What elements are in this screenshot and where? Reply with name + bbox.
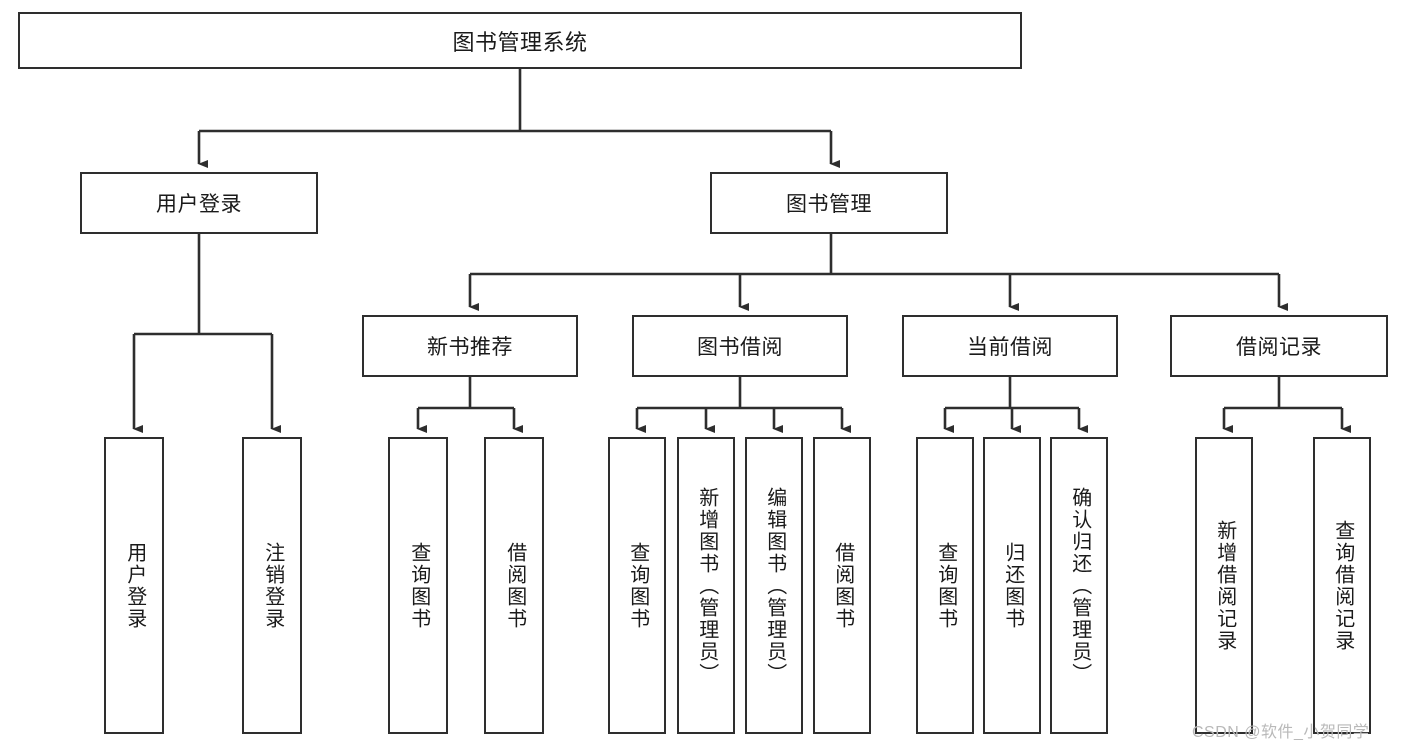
edges-book-management — [468, 234, 1288, 311]
node-leaf-borrow-book[interactable]: 借阅图书 — [813, 437, 871, 734]
node-book-borrow[interactable]: 图书借阅 — [632, 315, 848, 377]
node-leaf-confirm-return-admin[interactable]: 确认归还（管理员） — [1050, 437, 1108, 734]
node-leaf-user-login[interactable]: 用户登录 — [104, 437, 164, 734]
edges-user-login — [132, 234, 281, 433]
edges-borrow-record — [1222, 377, 1351, 433]
node-book-management-system[interactable]: 图书管理系统 — [18, 12, 1022, 69]
node-leaf-borrow-book-recommend[interactable]: 借阅图书 — [484, 437, 544, 734]
node-current-borrow[interactable]: 当前借阅 — [902, 315, 1118, 377]
node-leaf-return-book[interactable]: 归还图书 — [983, 437, 1041, 734]
node-leaf-query-book-recommend[interactable]: 查询图书 — [388, 437, 448, 734]
edges-new-book-recommend — [416, 377, 523, 433]
edges-root — [197, 69, 840, 168]
node-book-management[interactable]: 图书管理 — [710, 172, 948, 234]
edges-book-borrow — [635, 377, 851, 433]
node-borrow-record[interactable]: 借阅记录 — [1170, 315, 1388, 377]
node-leaf-query-book-borrow[interactable]: 查询图书 — [608, 437, 666, 734]
node-leaf-add-book-admin[interactable]: 新增图书（管理员） — [677, 437, 735, 734]
node-leaf-logout[interactable]: 注销登录 — [242, 437, 302, 734]
node-leaf-edit-book-admin[interactable]: 编辑图书（管理员） — [745, 437, 803, 734]
node-user-login[interactable]: 用户登录 — [80, 172, 318, 234]
edges-current-borrow — [943, 377, 1088, 433]
node-leaf-add-borrow-record[interactable]: 新增借阅记录 — [1195, 437, 1253, 734]
node-new-book-recommend[interactable]: 新书推荐 — [362, 315, 578, 377]
node-leaf-query-book-current[interactable]: 查询图书 — [916, 437, 974, 734]
node-leaf-query-borrow-record[interactable]: 查询借阅记录 — [1313, 437, 1371, 734]
